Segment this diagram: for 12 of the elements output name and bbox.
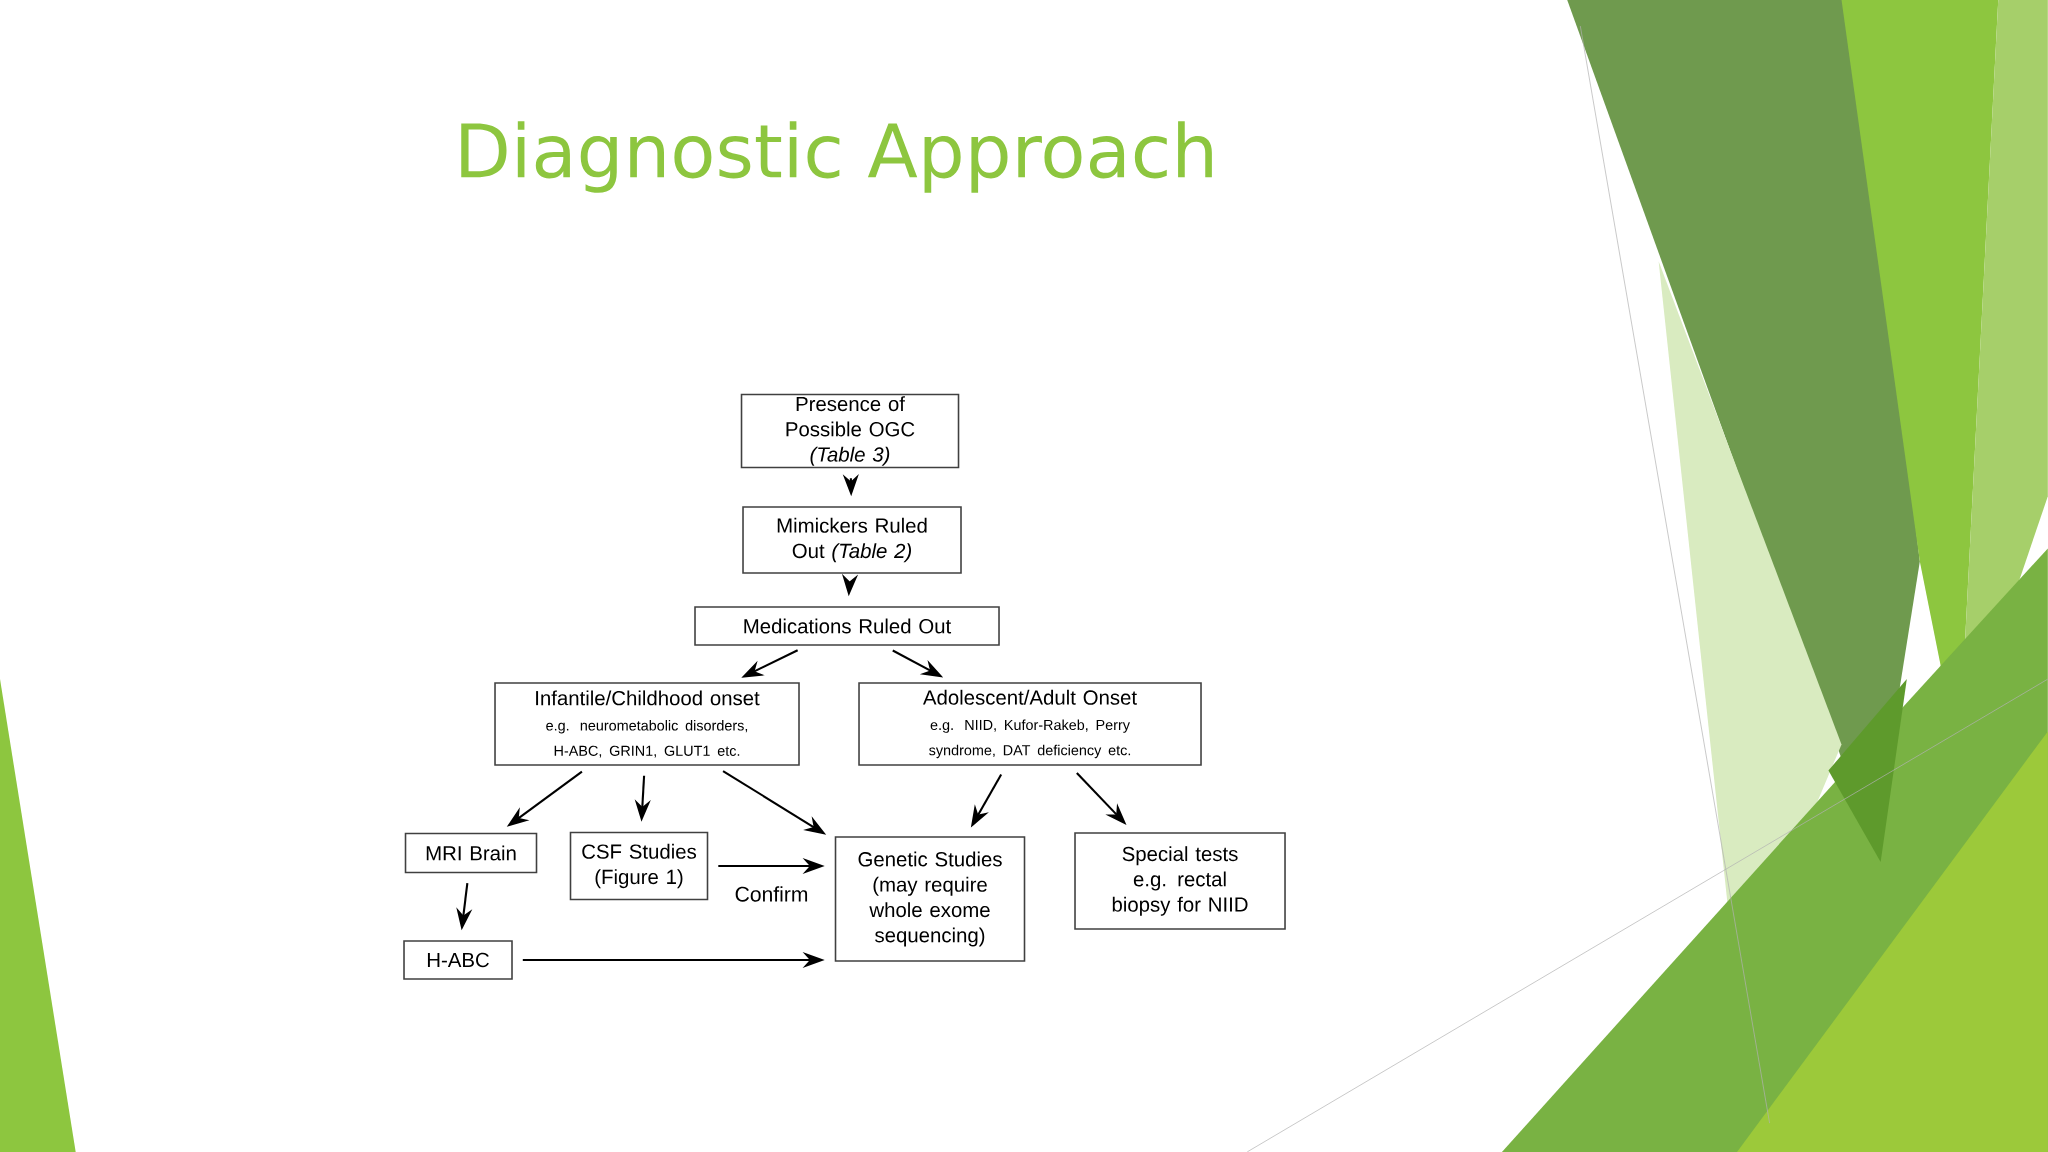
process-box: Adolescent/Adult Onset e.g. NIID, Kufor-Rakeb, Perry syndrome, DAT deficiency etc. [858, 682, 1202, 766]
process-box: Mimickers Ruled Out (Table 2) [742, 506, 962, 574]
process-box: Genetic Studies (may require whole exome sequencing) [834, 836, 1026, 962]
process-box: MRI Brain [404, 832, 538, 874]
slide-title: Diagnostic Approach [461, 121, 1212, 193]
process-box: Infantile/Childhood onset e.g. neurometabolic disorders, H-ABC, GRIN1, GLUT1 etc. [494, 682, 800, 766]
process-box: Medications Ruled Out [694, 606, 1000, 646]
edge-label: Confirm [731, 882, 812, 906]
process-box: Special tests e.g. rectal biopsy for NIID [1074, 832, 1286, 930]
process-box: CSF Studies (Figure 1) [569, 831, 709, 901]
process-box: Presence of Possible OGC (Table 3) [740, 393, 960, 469]
process-box: H-ABC [403, 940, 513, 980]
